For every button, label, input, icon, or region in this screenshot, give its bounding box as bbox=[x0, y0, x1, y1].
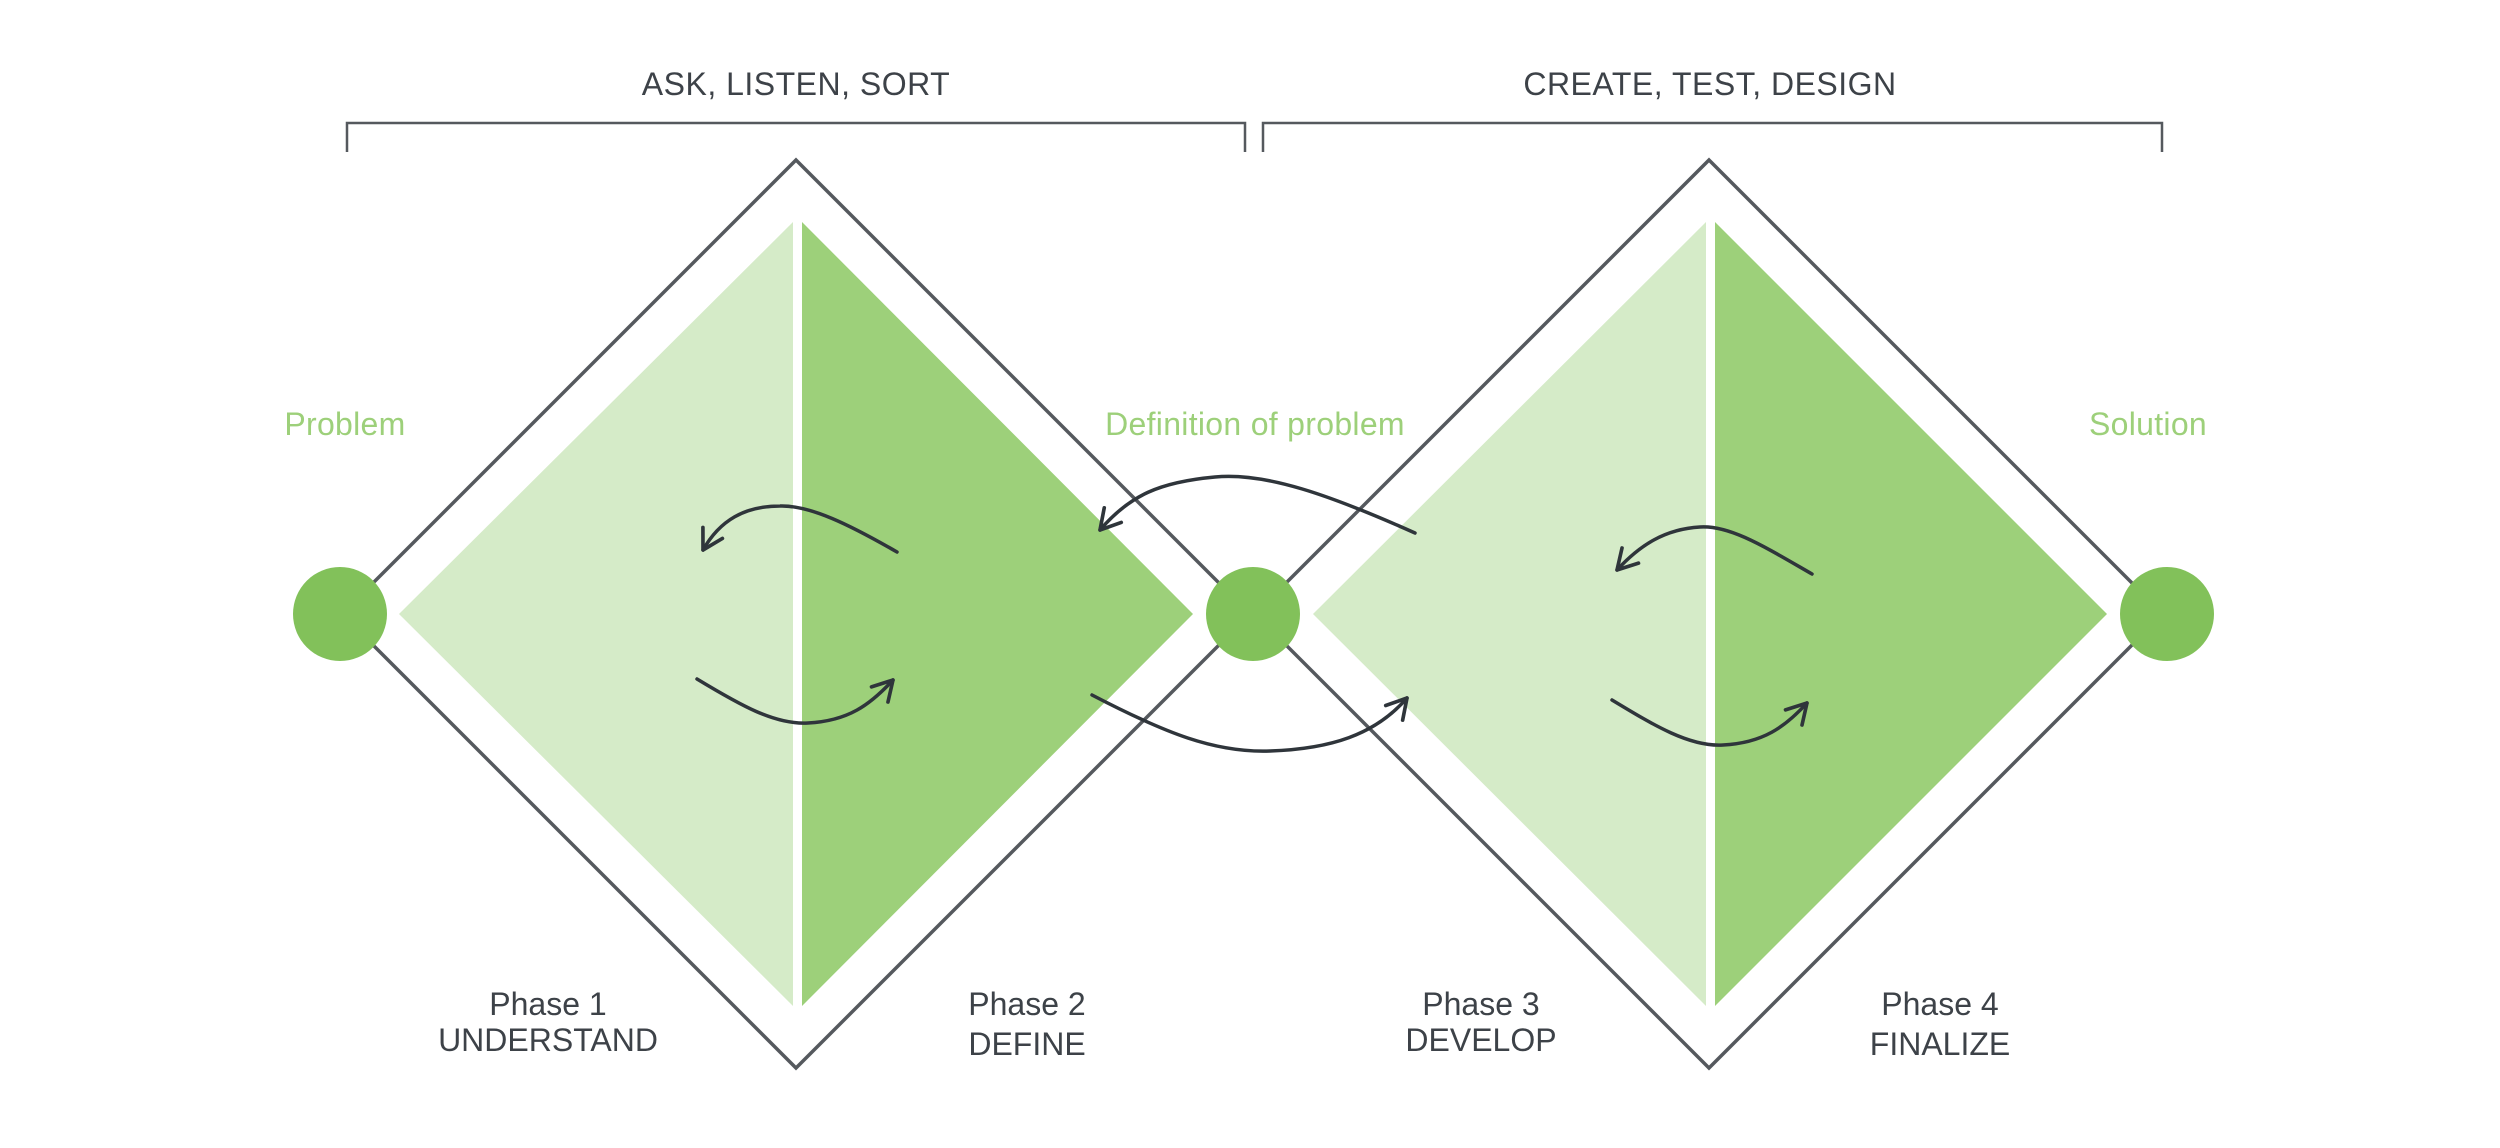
iterate-back-arrow-1 bbox=[701, 504, 899, 554]
phase-1-label: Phase 1 UNDERSTAND bbox=[438, 986, 658, 1058]
bracket-create-test-design: CREATE, TEST, DESIGN bbox=[1261, 66, 2164, 152]
phase-1-number: Phase 1 bbox=[489, 986, 606, 1022]
phase-4-number: Phase 4 bbox=[1881, 986, 1998, 1022]
feedback-arrow bbox=[1098, 474, 1417, 535]
handoff-arrow bbox=[1090, 693, 1409, 753]
bracket-label-ask: ASK, LISTEN, SORT bbox=[642, 66, 950, 102]
phase-3-number: Phase 3 bbox=[1422, 986, 1539, 1022]
phase-4-label: Phase 4 FINALIZE bbox=[1870, 986, 2010, 1062]
definition-label: Definition of problem bbox=[1105, 406, 1405, 442]
phase-2-number: Phase 2 bbox=[968, 986, 1085, 1022]
iterate-back-arrow-2 bbox=[1615, 525, 1814, 576]
solution-node bbox=[2120, 567, 2214, 661]
phase-4-name: FINALIZE bbox=[1870, 1026, 2010, 1062]
phase-understand-triangle bbox=[399, 222, 793, 1006]
definition-node bbox=[1206, 567, 1300, 661]
phase-3-label: Phase 3 DEVELOP bbox=[1405, 986, 1556, 1058]
phase-2-name: DEFINE bbox=[968, 1026, 1085, 1062]
bracket-label-create: CREATE, TEST, DESIGN bbox=[1523, 66, 1896, 102]
diamond-1-outline bbox=[339, 157, 1253, 1071]
bracket-ask-listen-sort: ASK, LISTEN, SORT bbox=[345, 66, 1247, 152]
diamond-2 bbox=[1252, 157, 2166, 1071]
problem-label: Problem bbox=[284, 406, 405, 442]
diamond-1 bbox=[339, 157, 1253, 1071]
solution-label: Solution bbox=[2089, 406, 2207, 442]
phase-finalize-triangle bbox=[1715, 222, 2107, 1006]
phase-define-triangle bbox=[802, 222, 1193, 1006]
problem-node bbox=[293, 567, 387, 661]
diamond-2-outline bbox=[1252, 157, 2166, 1071]
iterate-forward-arrow-2 bbox=[1610, 698, 1809, 747]
phase-1-name: UNDERSTAND bbox=[438, 1022, 658, 1058]
iterate-forward-arrow-1 bbox=[695, 677, 895, 725]
phase-3-name: DEVELOP bbox=[1405, 1022, 1556, 1058]
phase-develop-triangle bbox=[1313, 222, 1706, 1006]
phase-2-label: Phase 2 DEFINE bbox=[968, 986, 1085, 1062]
